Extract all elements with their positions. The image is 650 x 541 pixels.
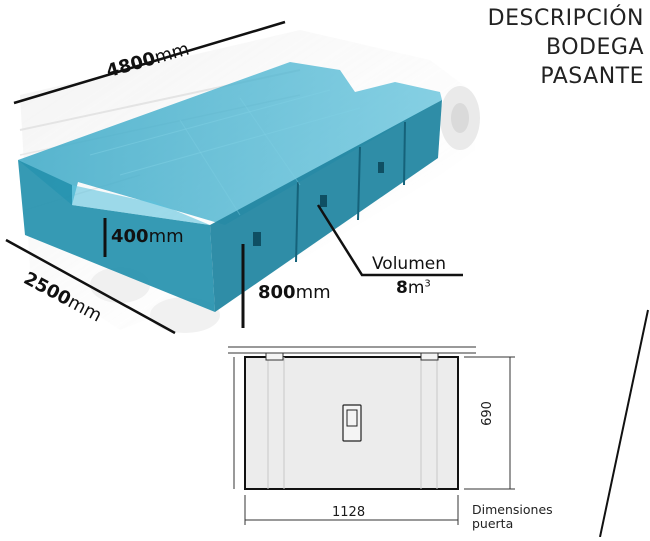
inner-height-unit: mm xyxy=(148,226,184,247)
width-dimension-line xyxy=(5,238,176,335)
volume-unit: m xyxy=(407,278,425,298)
outer-height-value: 800 xyxy=(258,282,296,303)
volume-value: 8 xyxy=(396,278,408,298)
outer-height-unit: mm xyxy=(295,282,331,303)
page-title: DESCRIPCIÓN BODEGA PASANTE xyxy=(488,4,644,91)
door-drawing xyxy=(228,346,515,525)
length-dimension-line xyxy=(13,20,286,105)
door-height-label: 690 xyxy=(479,401,495,426)
handle-icon xyxy=(320,195,327,207)
hinge-icon xyxy=(420,352,439,361)
title-line-1: DESCRIPCIÓN xyxy=(487,6,644,31)
inner-height-value: 400 xyxy=(111,226,149,247)
door-width-label: 1128 xyxy=(332,505,366,520)
volume-title: Volumen xyxy=(372,254,447,274)
volume-value-group: 8m3 xyxy=(396,278,431,298)
handle-icon xyxy=(253,232,261,246)
hinge-icon xyxy=(265,352,284,361)
cargo-hold xyxy=(18,62,442,312)
outer-height-label: 800mm xyxy=(258,282,331,303)
handle-icon xyxy=(378,162,384,173)
door-caption: Dimensiones puerta xyxy=(472,503,553,531)
volume-exponent: 3 xyxy=(424,278,431,290)
volume-leader-line xyxy=(316,204,463,277)
inner-height-label: 400mm xyxy=(111,226,184,247)
volume-label: Volumen 8m3 xyxy=(372,254,447,298)
title-line-3: PASANTE xyxy=(540,64,644,89)
decorative-diagonal xyxy=(599,309,649,538)
door-caption-line-2: puerta xyxy=(472,516,514,531)
door-caption-line-1: Dimensiones xyxy=(472,502,553,517)
title-line-2: BODEGA xyxy=(546,35,644,60)
